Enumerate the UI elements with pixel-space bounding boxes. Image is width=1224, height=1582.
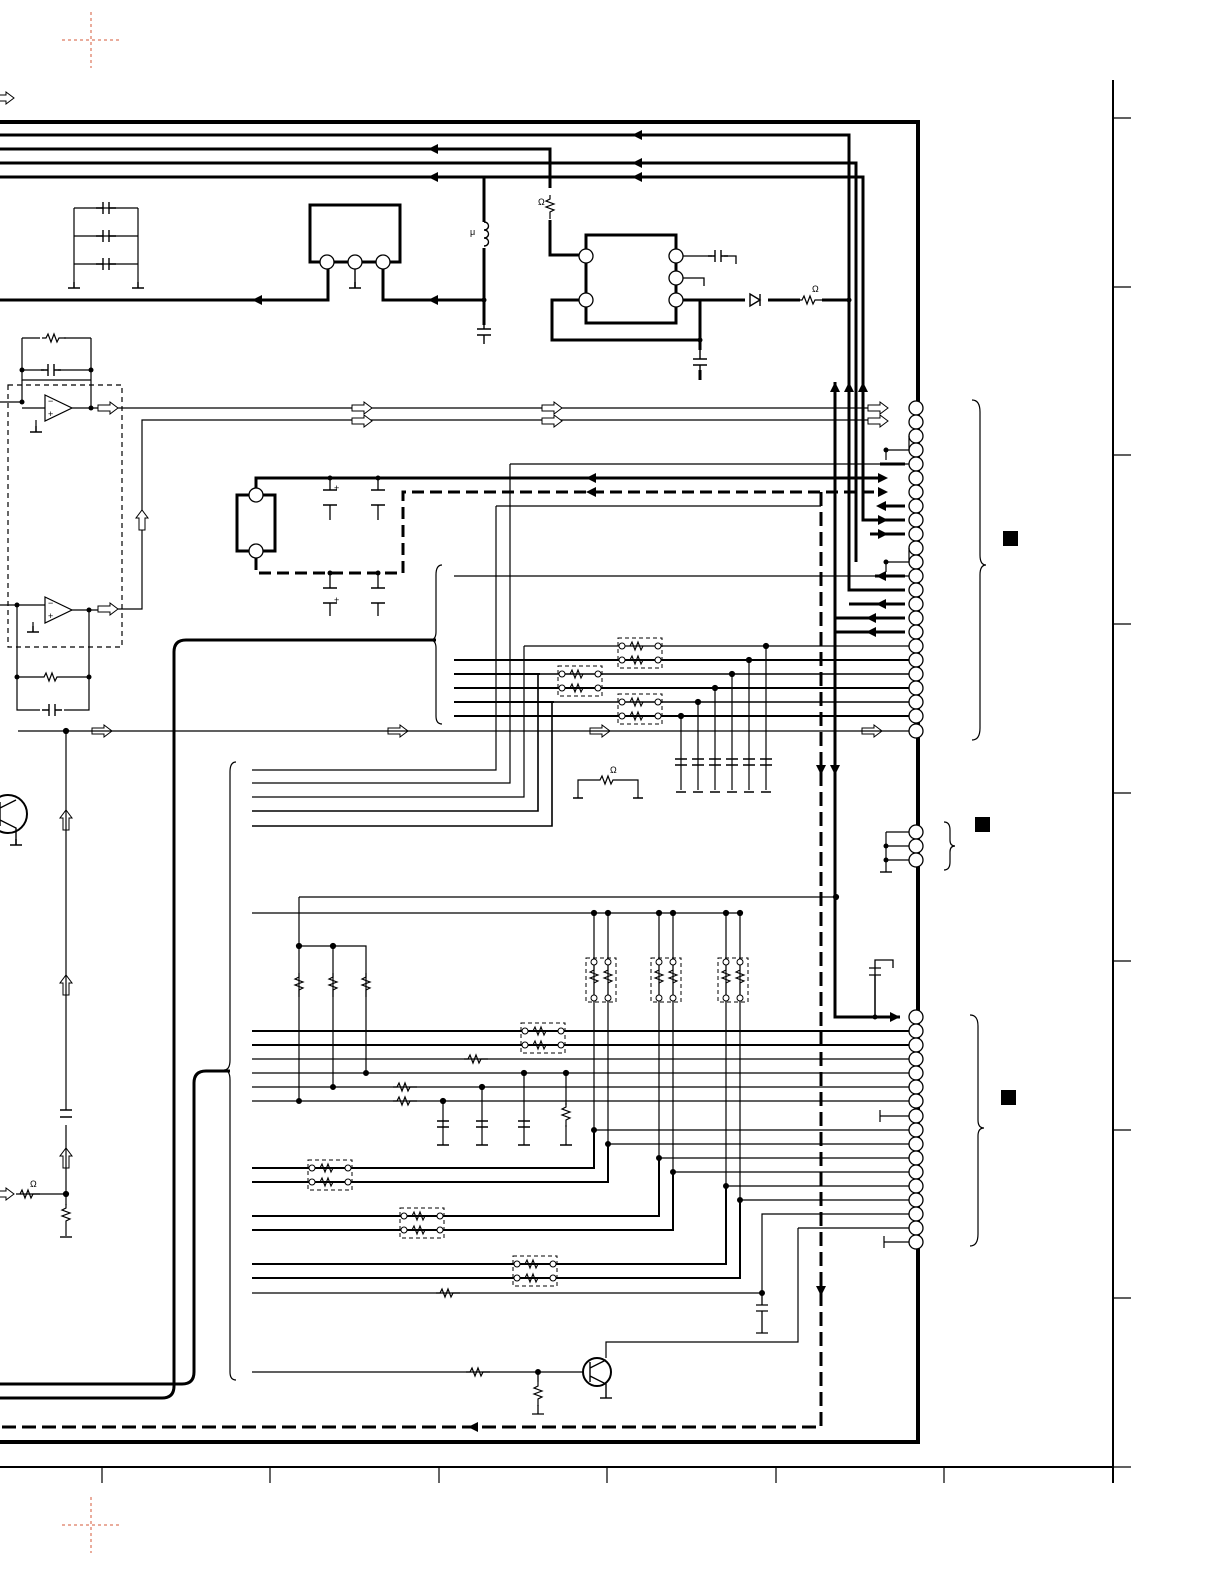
resistor-network (718, 958, 748, 1002)
page-frame (0, 80, 1131, 1483)
capacitor (477, 320, 491, 344)
opamp-signs: − + − + (48, 396, 53, 621)
resistor-network (586, 958, 616, 1002)
connector-square-marker-icon (975, 817, 990, 832)
svg-text:+: + (334, 483, 339, 493)
resistor-network (618, 638, 662, 668)
resistor-network (651, 958, 681, 1002)
signal-flow-arrows-icon (0, 402, 888, 1200)
resistor-unit-label: Ω (30, 1179, 37, 1189)
return-arrow-icon (816, 1286, 826, 1296)
bus-direction-arrows-icon (830, 765, 840, 775)
inductor-coil: μ (470, 222, 489, 246)
resistor-network (308, 1160, 352, 1190)
resistor-network (513, 1256, 557, 1286)
svg-text:+: + (48, 409, 53, 419)
ground-icon (27, 626, 39, 632)
capacitor (693, 350, 707, 374)
diode (750, 294, 760, 306)
resistor (798, 296, 822, 304)
connector-square-marker-icon (1003, 531, 1018, 546)
svg-text:−: − (48, 396, 53, 406)
data-lines (252, 1031, 909, 1375)
capacitor (42, 704, 62, 716)
return-arrow-icon (468, 1422, 478, 1432)
connector-square-marker-icon (1001, 1090, 1016, 1105)
svg-text:+: + (334, 595, 339, 605)
svg-text:+: + (48, 611, 53, 621)
resistor (546, 195, 554, 219)
capacitor (41, 364, 61, 376)
resistor-unit-label: Ω (812, 284, 819, 294)
standalone-resistor (573, 776, 643, 798)
resistor (40, 673, 64, 681)
oscillator-block: + + (237, 476, 880, 617)
resistor (534, 1382, 542, 1406)
filter-capacitor-row (675, 644, 772, 793)
connector-2 (880, 822, 955, 872)
transistor (583, 1358, 612, 1398)
resistor-unit-label: Ω (610, 765, 617, 775)
resistor (42, 334, 66, 342)
return-arrow-icon (816, 765, 826, 775)
inductor-unit-label: μ (470, 227, 475, 237)
left-bracket (18, 464, 909, 1380)
resistor-network (400, 1208, 444, 1238)
decoupling-capacitors (437, 1071, 768, 1334)
dashed-return-path (0, 492, 821, 1427)
resistor-network (521, 1023, 565, 1053)
ground-icon (30, 426, 42, 432)
bus-direction-arrows-icon (890, 1012, 900, 1022)
resistor (562, 1103, 570, 1127)
connector-3 (869, 960, 984, 1249)
board-outline (0, 122, 918, 1442)
transistor (0, 795, 27, 845)
resistor (62, 1204, 70, 1228)
opamp-section (0, 338, 880, 710)
switch-ic (579, 235, 736, 323)
resistor-unit-label: Ω (538, 197, 545, 207)
svg-text:−: − (48, 598, 53, 608)
capacitor-bank (68, 202, 144, 288)
registration-mark-top-icon (62, 12, 120, 68)
offpage-signal-arrow-icon (0, 92, 14, 104)
resistor-network (558, 666, 602, 696)
resistor-network (618, 694, 662, 724)
regulator-ic (310, 205, 400, 288)
registration-mark-bottom-icon (62, 1497, 120, 1553)
